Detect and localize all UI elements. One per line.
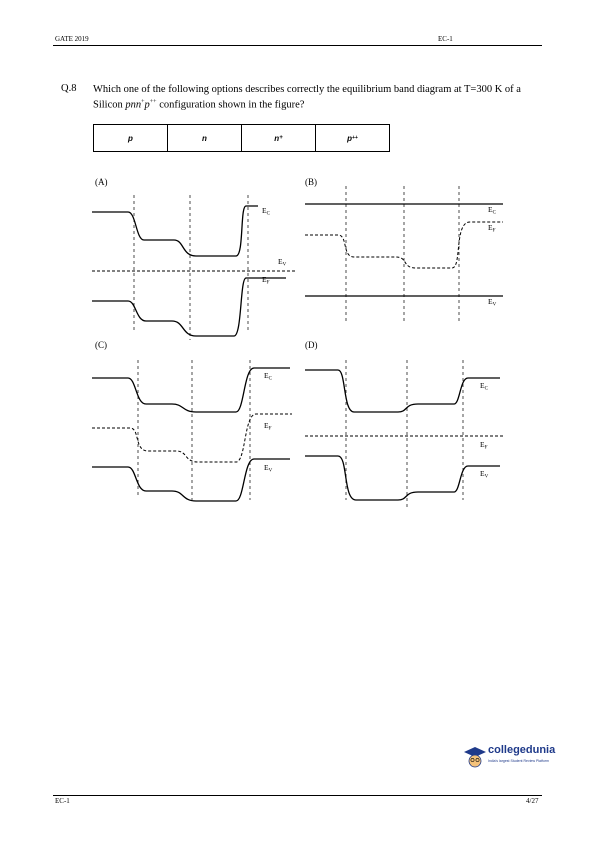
question-text: Which one of the following options descr… (93, 84, 521, 111)
option-d-ef-label: EF (480, 440, 488, 451)
option-a-diagram (92, 195, 296, 340)
option-a-ec-label: EC (262, 206, 271, 217)
option-c-ev-label: EV (264, 463, 273, 474)
footer-paper-code: EC-1 (55, 797, 70, 805)
option-d-ev-curve (305, 455, 500, 501)
option-c-ec-curve (92, 367, 290, 413)
option-c-diagram (92, 360, 292, 502)
header-paper-code: EC-1 (438, 35, 453, 43)
option-d-label: (D) (305, 340, 318, 350)
option-c-ef-label: EF (264, 421, 272, 432)
option-b-label: (B) (305, 177, 317, 187)
option-a-ef-label: EF (262, 275, 270, 286)
region-n-plus: n+ (241, 125, 315, 151)
question-number: Q.8 (61, 83, 77, 94)
option-d-diagram (305, 360, 503, 508)
option-d-ec-label: EC (480, 381, 489, 392)
option-a-ev-label: EV (278, 257, 287, 268)
header-exam-title: GATE 2019 (55, 35, 89, 43)
option-c-ec-label: EC (264, 371, 273, 382)
option-b-ef-curve (305, 221, 503, 269)
logo-wordmark: collegedunia (488, 744, 556, 756)
region-p-plus-plus: p++ (315, 125, 389, 151)
option-d-ec-curve (305, 369, 500, 413)
option-b-diagram (305, 186, 503, 322)
footer-divider (53, 795, 542, 796)
option-a-ec-curve (92, 205, 258, 257)
region-n: n (167, 125, 241, 151)
option-a-label: (A) (95, 177, 108, 187)
logo-tagline: India's largest Student Review Platform (488, 759, 549, 763)
option-b-ev-label: EV (488, 297, 497, 308)
option-a-ev-curve (92, 277, 286, 337)
option-b-ef-label: EF (488, 223, 496, 234)
option-c-ef-curve (92, 413, 292, 463)
region-p: p (128, 133, 133, 143)
option-c-label: (C) (95, 340, 107, 350)
device-region-diagram: p n n+ p++ (93, 124, 390, 152)
header-divider (53, 45, 542, 46)
option-c-ev-curve (92, 458, 290, 502)
footer-page-number: 4/27 (526, 797, 539, 805)
option-d-ev-label: EV (480, 469, 489, 480)
logo-mark-icon (464, 747, 486, 768)
option-b-ec-label: EC (488, 205, 497, 216)
